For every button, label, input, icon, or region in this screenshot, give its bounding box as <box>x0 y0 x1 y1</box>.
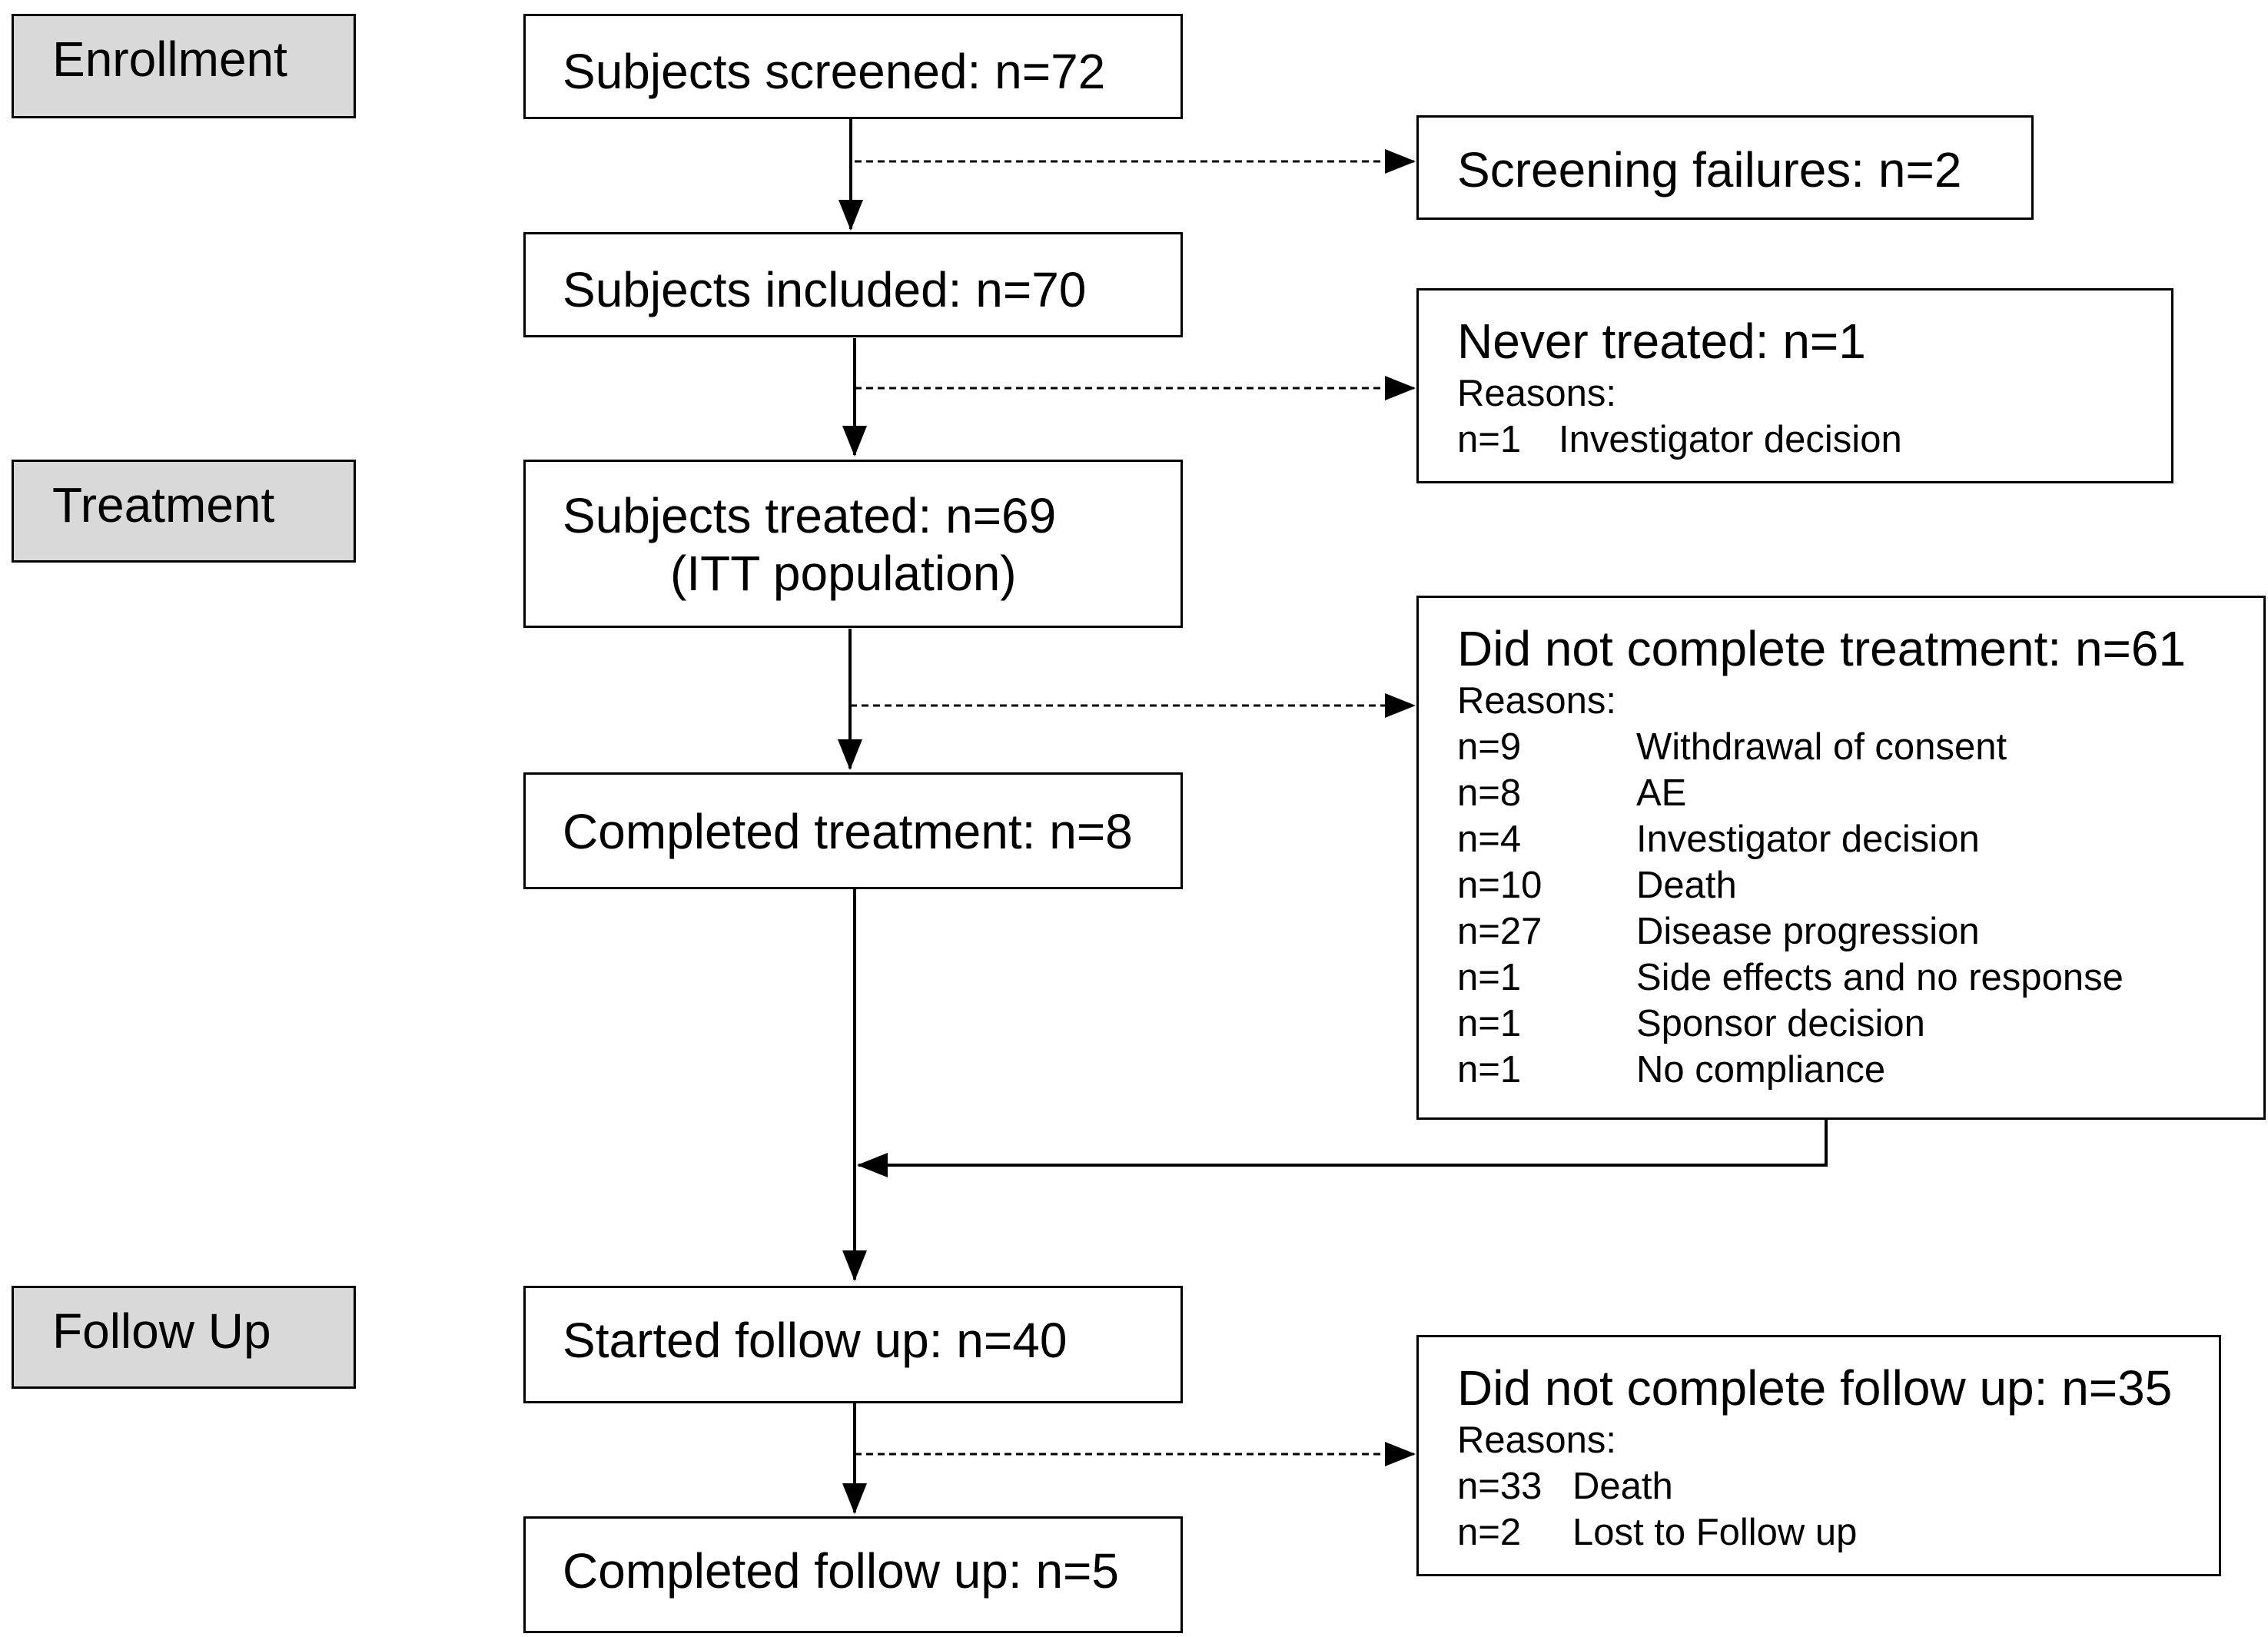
box-subjects-screened: Subjects screened: n=72 <box>523 14 1183 119</box>
never-treated-title: Never treated: n=1 <box>1457 314 1866 369</box>
treated-count: Subjects treated: n=69 <box>563 488 1057 543</box>
reason-count: n=10 <box>1457 864 1542 906</box>
treatment-reason-row: n=4 Investigator decision <box>1457 816 2263 862</box>
screening-failures-title: Screening failures: n=2 <box>1457 142 1962 198</box>
box-completed-treatment: Completed treatment: n=8 <box>523 772 1183 889</box>
reason-text: Side effects and no response <box>1636 956 2124 998</box>
reason-count: n=33 <box>1457 1465 1542 1507</box>
return-arrow-to-main-flow <box>857 1120 1828 1177</box>
stage-label-follow-up: Follow Up <box>12 1286 356 1389</box>
stage-label-treatment: Treatment <box>12 460 356 563</box>
box-completed-follow-up: Completed follow up: n=5 <box>523 1516 1183 1633</box>
reason-text: Sponsor decision <box>1636 1002 1925 1044</box>
stage-label-enrollment: Enrollment <box>12 14 356 118</box>
reason-count: n=8 <box>1457 772 1522 814</box>
never-treated-reasons-label: Reasons: <box>1457 372 1617 414</box>
follow-up-reason-row: n=2 Lost to Follow up <box>1457 1509 2219 1556</box>
reason-count: n=4 <box>1457 818 1522 860</box>
never-treated-reason-row: n=1 Investigator decision <box>1457 417 2171 463</box>
did-not-complete-treatment-title: Did not complete treatment: n=61 <box>1457 621 2187 676</box>
box-started-follow-up: Started follow up: n=40 <box>523 1286 1183 1403</box>
box-subjects-included: Subjects included: n=70 <box>523 232 1183 337</box>
follow-up-reason-row: n=33 Death <box>1457 1463 2219 1509</box>
box-never-treated: Never treated: n=1 Reasons: n=1 Investiga… <box>1416 288 2173 483</box>
reason-text: Withdrawal of consent <box>1636 726 2007 768</box>
treatment-reason-row: n=10 Death <box>1457 862 2263 908</box>
treatment-reason-row: n=27 Disease progression <box>1457 908 2263 955</box>
did-not-complete-follow-up-reasons-label: Reasons: <box>1457 1419 1617 1461</box>
reason-text: Death <box>1572 1465 1673 1507</box>
reason-text: Death <box>1636 864 1737 906</box>
box-did-not-complete-treatment: Did not complete treatment: n=61 Reasons… <box>1416 596 2266 1120</box>
treatment-reason-row: n=1 Side effects and no response <box>1457 955 2263 1001</box>
reason-count: n=1 <box>1457 1048 1522 1091</box>
reason-count: n=2 <box>1457 1511 1522 1553</box>
reason-text: No compliance <box>1636 1048 1886 1091</box>
reason-count: n=9 <box>1457 726 1522 768</box>
treatment-reason-row: n=1 No compliance <box>1457 1047 2263 1093</box>
box-screening-failures: Screening failures: n=2 <box>1416 115 2034 220</box>
treatment-reason-row: n=9 Withdrawal of consent <box>1457 724 2263 770</box>
did-not-complete-follow-up-title: Did not complete follow up: n=35 <box>1457 1360 2173 1416</box>
reason-count: n=1 <box>1457 1002 1522 1044</box>
box-did-not-complete-follow-up: Did not complete follow up: n=35 Reasons… <box>1416 1335 2221 1576</box>
treatment-reason-row: n=8 AE <box>1457 770 2263 816</box>
reason-count: n=1 <box>1457 956 1522 998</box>
reason-text: Investigator decision <box>1636 818 1980 860</box>
reason-text: AE <box>1636 772 1687 814</box>
box-subjects-treated: Subjects treated: n=69 (ITT population) <box>523 460 1183 628</box>
reason-text: Lost to Follow up <box>1572 1511 1858 1553</box>
treatment-reason-row: n=1 Sponsor decision <box>1457 1001 2263 1047</box>
itt-population-label: (ITT population) <box>670 545 1017 601</box>
reason-count: n=1 <box>1457 418 1522 460</box>
reason-count: n=27 <box>1457 910 1542 952</box>
reason-text: Investigator decision <box>1559 418 1902 460</box>
did-not-complete-treatment-reasons-label: Reasons: <box>1457 679 1617 722</box>
reason-text: Disease progression <box>1636 910 1980 952</box>
